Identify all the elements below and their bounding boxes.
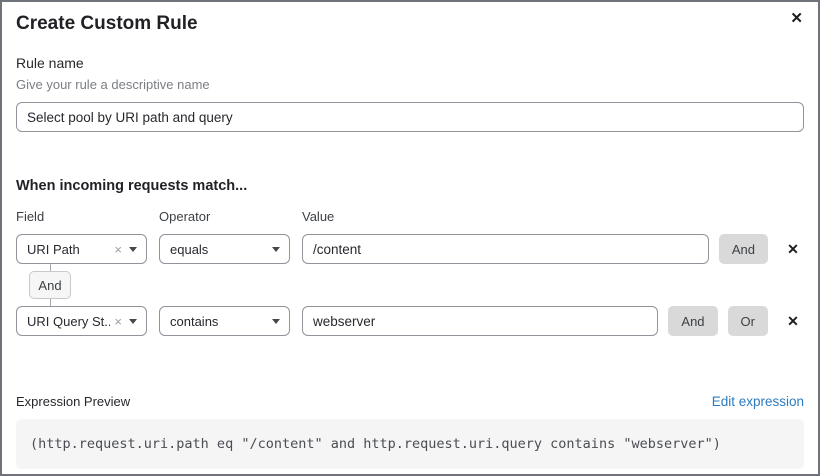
operator-select-1[interactable]: equals bbox=[159, 234, 290, 264]
operator-select-2-value: contains bbox=[170, 313, 219, 329]
rule-name-input[interactable] bbox=[16, 102, 804, 132]
expression-code: (http.request.uri.path eq "/content" and… bbox=[30, 436, 721, 452]
field-select-1-value: URI Path bbox=[27, 241, 80, 257]
or-button-row-2[interactable]: Or bbox=[727, 306, 768, 336]
remove-row-2-icon[interactable]: ✕ bbox=[787, 312, 799, 329]
operator-select-1-value: equals bbox=[170, 241, 209, 257]
field-select-2-value: URI Query St... bbox=[27, 313, 111, 329]
and-connector: And bbox=[29, 264, 71, 306]
clear-selection-icon[interactable]: × bbox=[114, 313, 122, 329]
match-section-heading: When incoming requests match... bbox=[16, 178, 248, 194]
chevron-down-icon bbox=[272, 246, 280, 252]
condition-row-1: URI Path × equals And ✕ bbox=[16, 234, 804, 264]
close-icon[interactable]: ✕ bbox=[790, 10, 803, 27]
field-select-1[interactable]: URI Path × bbox=[16, 234, 147, 264]
dialog-title: Create Custom Rule bbox=[16, 13, 198, 34]
and-button-row-1[interactable]: And bbox=[718, 234, 768, 264]
rule-name-helper: Give your rule a descriptive name bbox=[16, 77, 210, 92]
and-connector-badge: And bbox=[29, 271, 71, 299]
condition-row-2: URI Query St... × contains And Or ✕ bbox=[16, 306, 804, 336]
operator-select-2[interactable]: contains bbox=[159, 306, 290, 336]
rule-name-label: Rule name bbox=[16, 55, 84, 71]
column-labels-row: Field Operator Value bbox=[16, 209, 804, 225]
chevron-down-icon bbox=[129, 246, 137, 252]
field-select-2[interactable]: URI Query St... × bbox=[16, 306, 147, 336]
value-input-2[interactable] bbox=[302, 306, 659, 336]
value-input-1[interactable] bbox=[302, 234, 709, 264]
chevron-down-icon bbox=[272, 318, 280, 324]
connector-line-top bbox=[49, 264, 51, 271]
expression-preview-label: Expression Preview bbox=[16, 394, 131, 409]
and-button-row-2[interactable]: And bbox=[668, 306, 718, 336]
connector-line-bottom bbox=[49, 299, 51, 306]
value-column-label: Value bbox=[302, 209, 335, 224]
expression-preview-header: Expression Preview Edit expression bbox=[16, 394, 804, 409]
field-column-label: Field bbox=[16, 209, 45, 224]
remove-row-1-icon[interactable]: ✕ bbox=[787, 240, 799, 257]
edit-expression-link[interactable]: Edit expression bbox=[711, 394, 804, 409]
operator-column-label: Operator bbox=[159, 209, 211, 224]
chevron-down-icon bbox=[129, 318, 137, 324]
clear-selection-icon[interactable]: × bbox=[114, 241, 122, 257]
expression-code-block: (http.request.uri.path eq "/content" and… bbox=[16, 419, 804, 469]
